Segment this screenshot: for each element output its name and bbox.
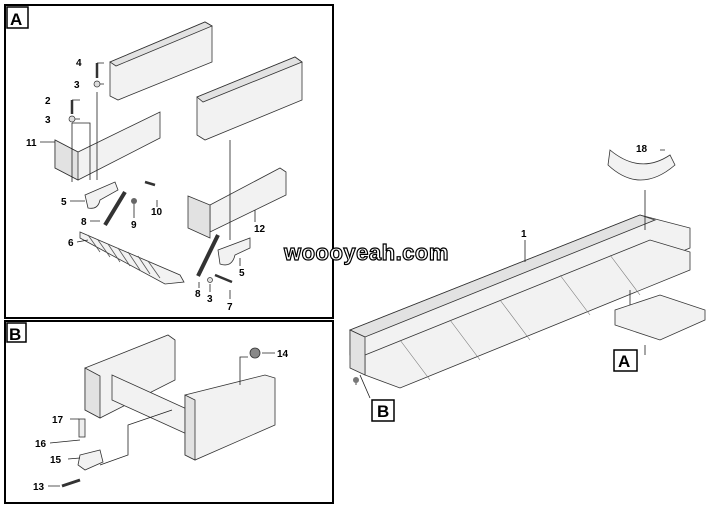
detail-tag-b: B <box>377 402 389 421</box>
callout-18: 18 <box>636 144 648 155</box>
callout-13: 13 <box>33 482 45 493</box>
callout-17: 17 <box>52 415 64 426</box>
callout-11: 11 <box>26 138 37 149</box>
panel-a: A <box>4 4 334 319</box>
callout-6: 6 <box>68 238 74 249</box>
callout-15: 15 <box>50 455 62 466</box>
callout-4: 4 <box>76 58 82 69</box>
watermark: woooyeah.com <box>283 239 449 265</box>
detail-tag-a: A <box>618 352 630 371</box>
callout-3: 3 <box>207 294 213 305</box>
callout-8: 8 <box>81 217 87 228</box>
callout-8: 8 <box>195 289 201 300</box>
callout-9: 9 <box>131 220 137 231</box>
callout-7: 7 <box>227 302 233 313</box>
callout-12: 12 <box>254 224 266 235</box>
chassis-overview: 18 1 A B <box>348 144 706 422</box>
panel-b-tag: B <box>9 325 21 344</box>
callout-1: 1 <box>521 229 527 240</box>
callout-16: 16 <box>35 439 47 450</box>
panel-a-callouts: 4 3 2 3 11 5 10 9 8 6 12 5 8 3 7 <box>26 58 266 313</box>
panel-a-tag: A <box>10 10 22 29</box>
panel-b-callouts: 14 17 16 15 13 <box>33 349 289 493</box>
callout-3: 3 <box>45 115 51 126</box>
callout-5: 5 <box>61 197 67 208</box>
callout-14: 14 <box>277 349 289 360</box>
callout-2: 2 <box>45 96 51 107</box>
callout-3: 3 <box>74 80 80 91</box>
callout-10: 10 <box>151 207 163 218</box>
panel-b: B 14 17 16 15 13 <box>4 320 334 504</box>
callout-5: 5 <box>239 268 245 279</box>
